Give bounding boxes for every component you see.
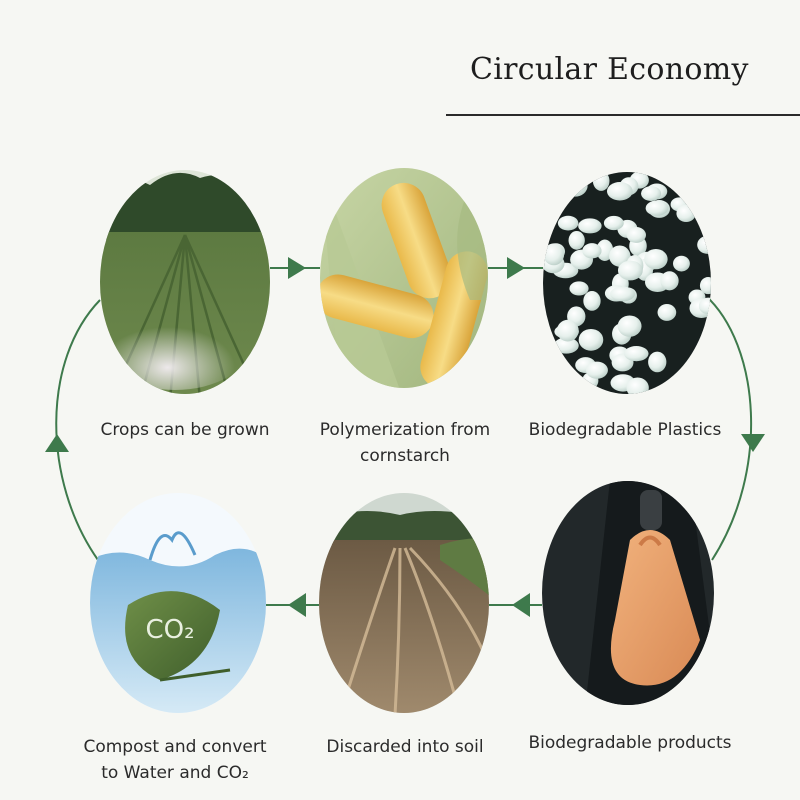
arrow-right-icon [507, 257, 525, 279]
pellet [626, 377, 649, 394]
label-line: Biodegradable products [528, 733, 732, 753]
pellet [543, 243, 565, 266]
pellet [543, 198, 561, 218]
pellet [657, 303, 677, 321]
connector-right-arc [704, 294, 753, 561]
arrow-right-icon [288, 257, 306, 279]
pellet [556, 319, 579, 342]
pellet [565, 175, 583, 191]
plastic-bag-photo [542, 481, 714, 705]
step-label-compost: Compost and convert to Water and CO₂ [70, 734, 280, 786]
label-line: Discarded into soil [326, 737, 484, 757]
step-label-plastics: Biodegradable Plastics [520, 417, 730, 443]
leaf-co2-text: CO₂ [145, 615, 194, 645]
label-line: Polymerization from [319, 420, 491, 440]
label-line: cornstarch [360, 446, 450, 466]
pellet [609, 245, 631, 267]
pellet [617, 260, 643, 281]
pellet [698, 297, 711, 315]
pellet [596, 239, 614, 261]
pellet [603, 215, 624, 231]
pellet [617, 315, 642, 337]
connector-left-arc [55, 299, 101, 561]
label-line: to Water and CO₂ [101, 763, 249, 783]
plowed-soil-photo [319, 493, 489, 713]
pellet [583, 291, 601, 311]
pellet [582, 243, 602, 259]
pellet [645, 200, 669, 216]
pellet [648, 351, 667, 373]
label-line: Crops can be grown [100, 420, 270, 440]
pellet [553, 337, 579, 354]
pellet [676, 204, 696, 223]
pellet [585, 361, 608, 379]
step-label-polymerization: Polymerization from cornstarch [310, 417, 500, 469]
pellet [610, 286, 636, 302]
step-label-crops: Crops can be grown [90, 417, 280, 443]
water-leaf-co2-photo: CO₂ [90, 493, 266, 713]
pellet [563, 378, 585, 394]
pellet [624, 346, 649, 362]
pellet [626, 227, 646, 243]
label-line: Biodegradable Plastics [528, 420, 722, 440]
pellet [606, 182, 633, 201]
pellet [569, 281, 589, 296]
pellet [641, 186, 662, 202]
pellet [549, 357, 567, 372]
arrow-up-icon [45, 434, 69, 452]
arrow-left-icon [288, 593, 306, 617]
pellet [562, 174, 588, 197]
pellet [690, 350, 711, 370]
corn-cobs-photo [320, 168, 488, 388]
step-label-soil: Discarded into soil [310, 734, 500, 760]
label-line: Compost and convert [83, 737, 267, 757]
pellet [644, 249, 668, 270]
pellet [697, 235, 711, 254]
pellet [592, 172, 610, 191]
pellet [578, 328, 604, 351]
diagram-title: Circular Economy [470, 52, 749, 87]
arrow-left-icon [512, 593, 530, 617]
plastic-pellets-photo [543, 172, 711, 394]
arrow-down-icon [741, 434, 765, 452]
pellet [699, 277, 711, 295]
pellet [578, 218, 602, 234]
pellet [660, 271, 679, 291]
cycle-connectors [55, 267, 753, 606]
cycle-arrows [45, 257, 765, 617]
pellet [557, 215, 579, 231]
pellet [685, 368, 706, 390]
title-underline [446, 114, 800, 116]
crop-field-photo [100, 170, 270, 394]
pellet [568, 230, 585, 250]
pellet [673, 255, 690, 272]
step-label-products: Biodegradable products [515, 730, 745, 756]
